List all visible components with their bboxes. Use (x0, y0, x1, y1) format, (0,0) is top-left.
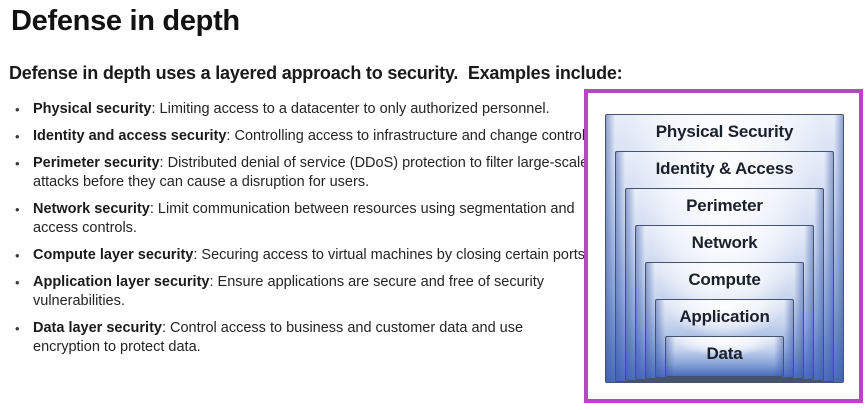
layer-label: Data (706, 344, 743, 363)
bullet-text: : Limit communication between resources … (33, 201, 575, 236)
bullet-item: Perimeter security: Distributed denial o… (9, 154, 593, 192)
bullet-text: : Limiting access to a datacenter to onl… (151, 101, 550, 117)
bullet-item: Network security: Limit communication be… (9, 200, 593, 238)
bullet-item: Data layer security: Control access to b… (9, 319, 593, 357)
page-title: Defense in depth (11, 5, 240, 37)
page-subtitle: Defense in depth uses a layered approach… (9, 63, 623, 83)
bullet-item: Identity and access security: Controllin… (9, 127, 593, 146)
bullet-text: : Control access to business and custome… (33, 320, 524, 355)
bullet-item: Compute layer security: Securing access … (9, 246, 593, 265)
layer-label: Perimeter (686, 196, 763, 215)
bullet-term: Data layer security (33, 320, 162, 336)
bullet-text: : Securing access to virtual machines by… (193, 247, 590, 263)
bullet-term: Perimeter security (33, 155, 160, 171)
bullet-text: : Controlling access to infrastructure a… (226, 128, 590, 144)
bullet-item: Application layer security: Ensure appli… (9, 273, 593, 311)
layer-data: Data (665, 336, 784, 377)
bullet-list: Physical security: Limiting access to a … (9, 100, 593, 365)
bullet-term: Compute layer security (33, 247, 194, 263)
bullet-term: Physical security (33, 101, 152, 117)
layer-label: Application (679, 307, 770, 326)
bullet-term: Network security (33, 201, 150, 217)
bullet-text: : Ensure applications are secure and fre… (33, 274, 544, 309)
bullet-term: Application layer security (33, 274, 210, 290)
layer-label: Compute (688, 270, 761, 289)
bullet-text: : Distributed denial of service (DDoS) p… (33, 155, 589, 190)
layer-label: Identity & Access (655, 159, 794, 178)
bullet-item: Physical security: Limiting access to a … (9, 100, 593, 119)
bullet-term: Identity and access security (33, 128, 227, 144)
layer-label: Physical Security (655, 122, 794, 141)
layer-label: Network (691, 233, 758, 252)
